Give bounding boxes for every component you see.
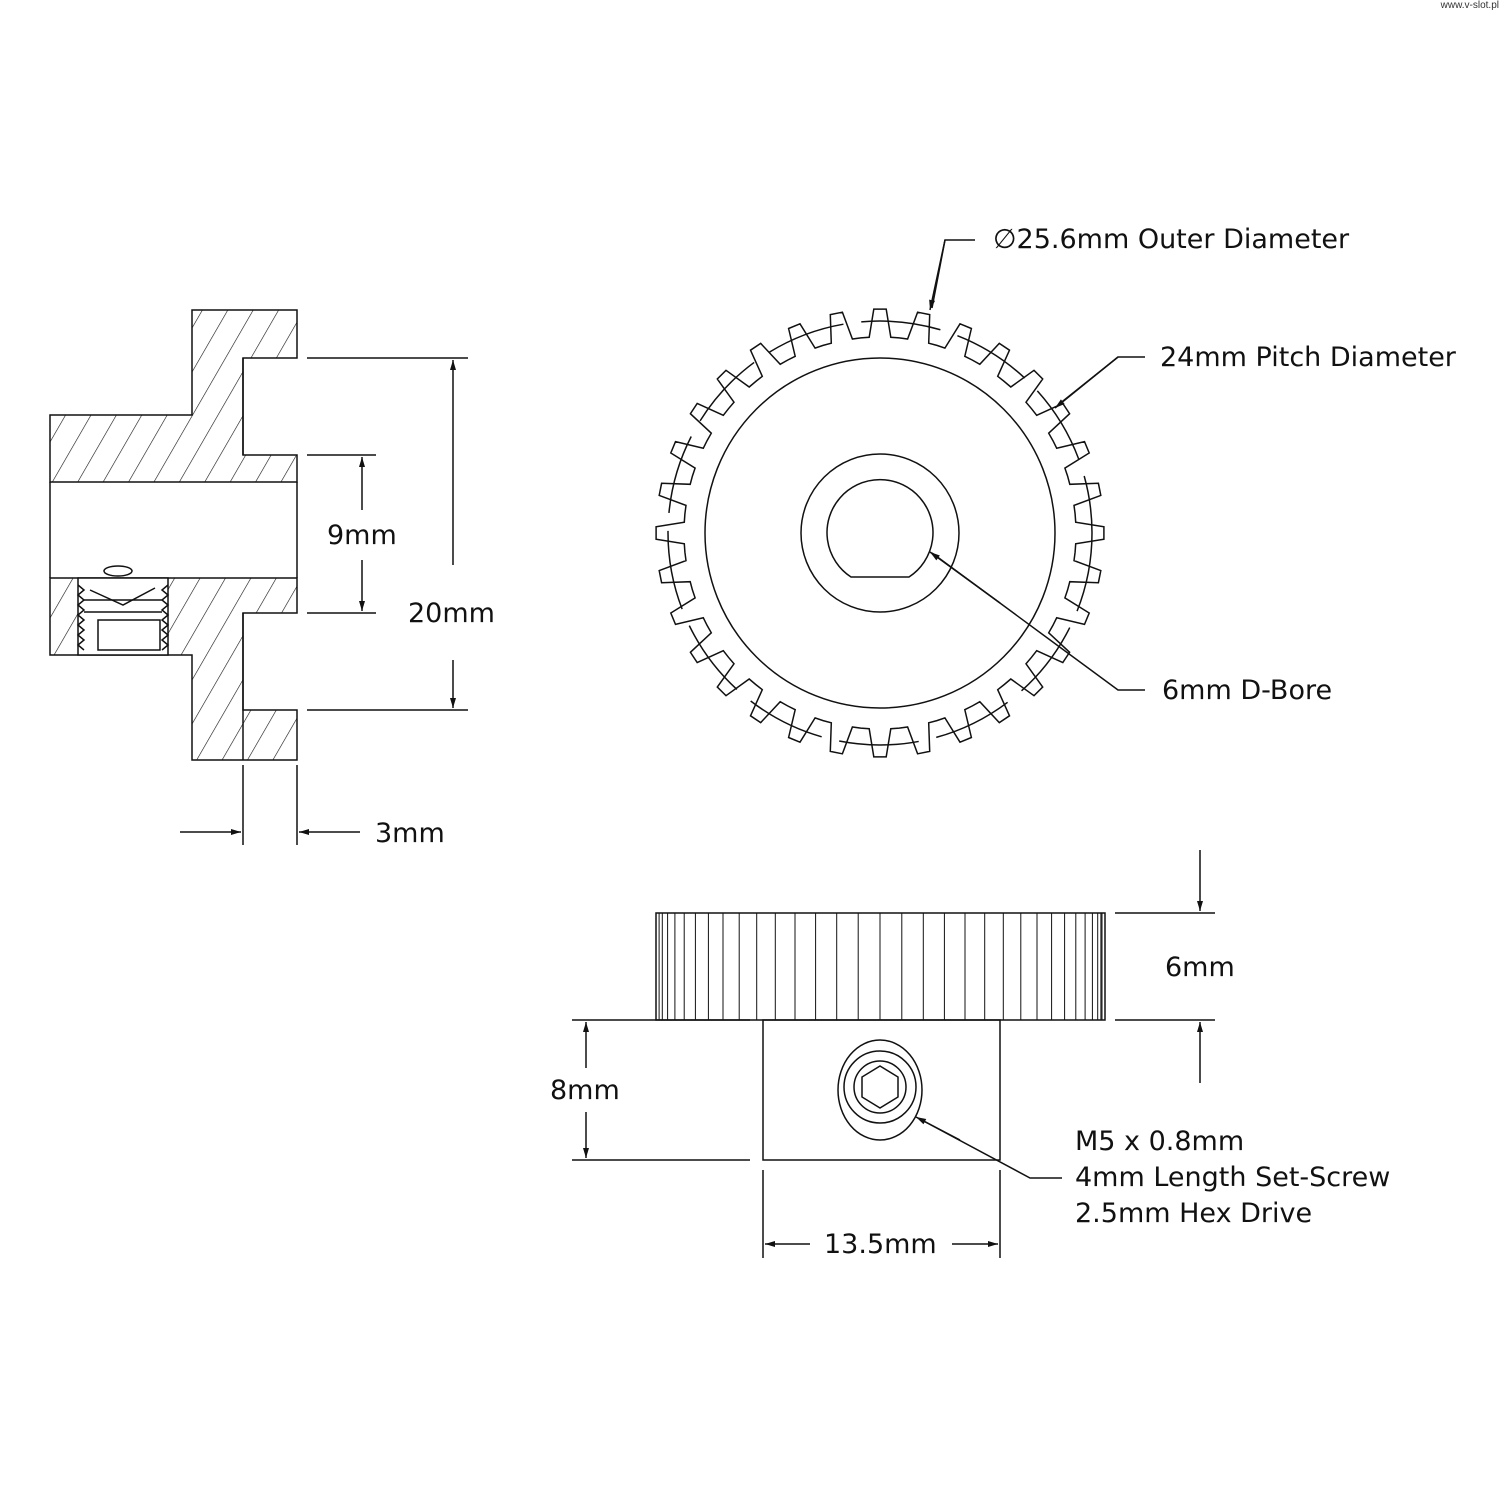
hub-circle <box>704 357 1056 709</box>
hub-diameter-label: 13.5mm <box>824 1229 937 1260</box>
bore-outer-circle <box>800 453 960 613</box>
gear-width-label: 6mm <box>1165 952 1235 983</box>
hub-dimension-label: 20mm <box>408 598 495 629</box>
set-screw-spec-2: 4mm Length Set-Screw <box>1075 1162 1391 1193</box>
bottom-view <box>572 850 1215 1258</box>
gear-teeth-outline <box>655 308 1105 758</box>
tooth-lines <box>658 913 1103 1020</box>
set-screw-section <box>76 565 170 656</box>
hub-body <box>762 1019 1001 1161</box>
set-screw-spec-1: M5 x 0.8mm <box>1075 1126 1245 1157</box>
counterbore-depth-label: 3mm <box>375 818 445 849</box>
upper-section <box>49 309 298 483</box>
hub-length-label: 8mm <box>550 1075 620 1106</box>
outer-diameter-label: ∅25.6mm Outer Diameter <box>993 224 1350 255</box>
d-bore <box>826 478 934 578</box>
side-section-view <box>49 309 468 845</box>
front-gear-view <box>655 239 1145 758</box>
watermark: www.v-slot.pl <box>1440 0 1499 11</box>
bore-dimension-label: 9mm <box>327 520 397 551</box>
d-bore-label: 6mm D-Bore <box>1162 675 1333 706</box>
pitch-diameter-label: 24mm Pitch Diameter <box>1160 342 1456 373</box>
set-screw-hole <box>837 1039 923 1141</box>
hex-drive <box>861 1065 899 1109</box>
set-screw-spec-3: 2.5mm Hex Drive <box>1075 1198 1313 1229</box>
pitch-circle <box>667 320 1093 746</box>
